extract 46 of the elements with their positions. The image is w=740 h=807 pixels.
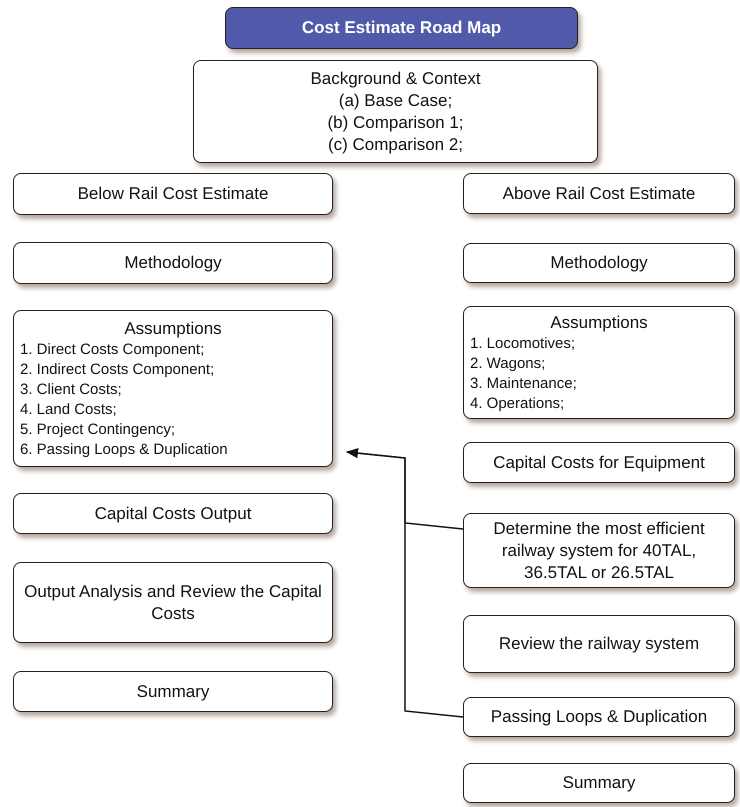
process-box xyxy=(463,697,735,737)
box-heading: Passing Loops & Duplication xyxy=(490,706,708,728)
box-heading: Methodology xyxy=(550,252,648,274)
list-item: 4. Land Costs; xyxy=(20,400,118,420)
box-heading: Capital Costs Output xyxy=(94,502,252,524)
list-item: 3. Client Costs; xyxy=(20,380,123,400)
arrow xyxy=(346,448,464,718)
box-text: (a) Base Case; xyxy=(338,90,452,112)
box-heading: Background & Context xyxy=(310,68,481,90)
title-box xyxy=(225,7,578,49)
box-text: (c) Comparison 2; xyxy=(328,134,464,156)
box-heading: Summary xyxy=(562,772,636,794)
list-item: 6. Passing Loops & Duplication xyxy=(20,440,229,460)
list-item: 1. Locomotives; xyxy=(470,334,576,354)
process-box xyxy=(193,60,598,163)
box-heading: Review the railway system xyxy=(498,633,700,655)
process-box xyxy=(13,493,333,534)
box-heading: Output Analysis and Review the Capital Costs xyxy=(23,580,323,624)
process-box xyxy=(13,562,333,643)
list-item: 2. Wagons; xyxy=(470,354,546,374)
list-item: 2. Indirect Costs Component; xyxy=(20,360,216,380)
process-box xyxy=(13,242,333,284)
box-text: (b) Comparison 1; xyxy=(327,112,464,134)
process-box xyxy=(13,671,333,712)
box-heading: Assumptions xyxy=(124,318,222,340)
process-box xyxy=(463,243,735,283)
box-heading: Above Rail Cost Estimate xyxy=(502,182,696,204)
box-heading: Determine the most efficient railway system for 40TAL, 36.5TAL or 26.5TAL xyxy=(492,518,706,584)
process-box xyxy=(463,173,735,214)
list-item: 4. Operations; xyxy=(470,394,566,414)
process-box xyxy=(463,442,735,483)
process-box xyxy=(463,513,735,588)
list-item: 3. Maintenance; xyxy=(470,374,578,394)
list-item: 5. Project Contingency; xyxy=(20,420,176,440)
box-heading: Capital Costs for Equipment xyxy=(493,452,705,474)
process-box xyxy=(463,306,735,419)
process-box xyxy=(463,615,735,673)
box-heading: Summary xyxy=(136,680,210,702)
box-heading: Methodology xyxy=(124,252,222,274)
process-box xyxy=(463,763,735,803)
box-heading: Assumptions xyxy=(550,312,648,334)
box-heading: Below Rail Cost Estimate xyxy=(78,183,268,205)
process-box xyxy=(13,310,333,467)
process-box xyxy=(13,173,333,215)
list-item: 1. Direct Costs Component; xyxy=(20,340,206,360)
box-heading: Cost Estimate Road Map xyxy=(302,17,502,39)
